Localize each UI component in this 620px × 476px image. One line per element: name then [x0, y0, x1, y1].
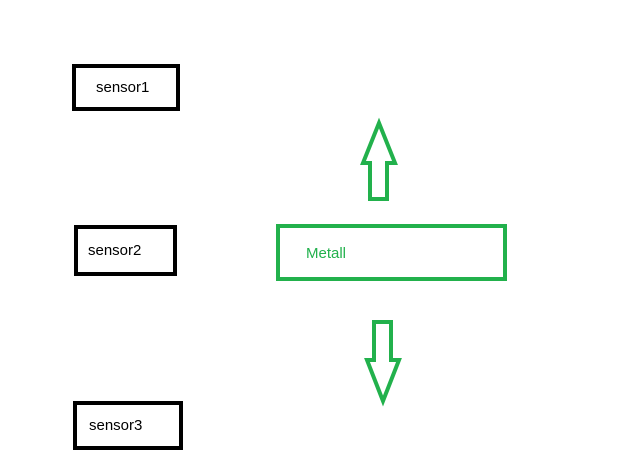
sensor2-box: sensor2: [74, 225, 177, 276]
sensor1-label: sensor1: [96, 79, 150, 96]
sensor3-label: sensor3: [89, 417, 143, 434]
sensor1-box: sensor1: [72, 64, 180, 111]
arrow-down-icon: [364, 320, 402, 407]
metal-label: Metall: [306, 245, 347, 262]
sensor3-box: sensor3: [73, 401, 183, 450]
arrow-up-icon: [360, 117, 398, 201]
metal-box: Metall: [276, 224, 507, 281]
sensor2-label: sensor2: [88, 242, 142, 259]
